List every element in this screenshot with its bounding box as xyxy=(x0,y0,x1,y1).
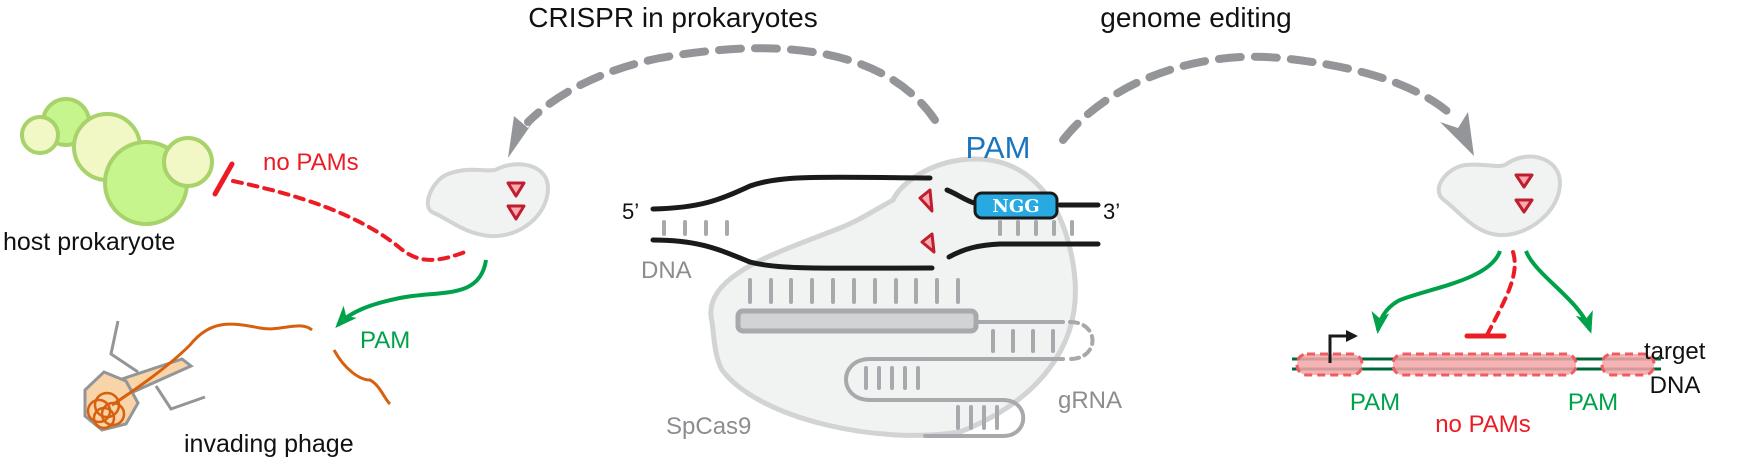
label-grna: gRNA xyxy=(1058,387,1122,414)
cut-site-icons xyxy=(918,188,936,254)
inhibition-to-host xyxy=(212,161,472,262)
label-pam-left: PAM xyxy=(1350,389,1400,416)
label-dna: DNA xyxy=(641,257,692,284)
promoter-arrow-icon xyxy=(1346,330,1358,342)
label-three-prime: 3’ xyxy=(1103,199,1120,224)
invading-phage-icon xyxy=(83,320,392,432)
cas9-editing-icon xyxy=(1436,154,1563,238)
arrow-to-prokaryote-cas9 xyxy=(508,44,939,158)
label-five-prime: 5’ xyxy=(622,199,639,224)
spcas9-body xyxy=(708,156,1078,438)
pam-ngg-box: NGG xyxy=(973,191,1059,220)
heading-genome-editing: genome editing xyxy=(1100,2,1291,33)
no-pam-region xyxy=(1391,352,1578,377)
label-pam-right: PAM xyxy=(1568,389,1618,416)
label-pam-phage: PAM xyxy=(360,327,410,354)
label-host-prokaryote: host prokaryote xyxy=(3,228,175,256)
grna-structure xyxy=(735,278,1095,438)
target-dna-icon xyxy=(1292,330,1661,377)
pam-region-left xyxy=(1295,352,1364,377)
host-prokaryote-icon xyxy=(20,97,214,226)
label-dna-target: DNA xyxy=(1650,372,1701,399)
label-no-pams-left: no PAMs xyxy=(263,149,359,176)
inhibition-to-no-pam-region xyxy=(1485,250,1517,337)
pam-sequence: NGG xyxy=(992,196,1039,217)
arrow-to-pam-right xyxy=(1524,250,1593,334)
label-spcas9: SpCas9 xyxy=(666,413,751,440)
arrow-to-pam-left xyxy=(1371,250,1502,334)
arrow-to-phage xyxy=(335,259,488,328)
heading-crispr-in-prokaryotes: CRISPR in prokaryotes xyxy=(528,2,817,33)
label-pam-center: PAM xyxy=(966,130,1031,165)
arrowhead-icon xyxy=(508,112,540,158)
pam-region-right xyxy=(1600,352,1656,377)
cas9-prokaryote-icon xyxy=(426,162,551,239)
spcas9-complex xyxy=(708,156,1078,438)
dna-base-pairs xyxy=(662,220,1074,236)
label-no-pams-right: no PAMs xyxy=(1435,411,1531,438)
label-target: target xyxy=(1644,338,1706,365)
label-invading-phage: invading phage xyxy=(184,430,354,458)
arrowhead-icon xyxy=(1440,112,1474,156)
arrow-to-editing-cas9 xyxy=(1059,52,1474,156)
